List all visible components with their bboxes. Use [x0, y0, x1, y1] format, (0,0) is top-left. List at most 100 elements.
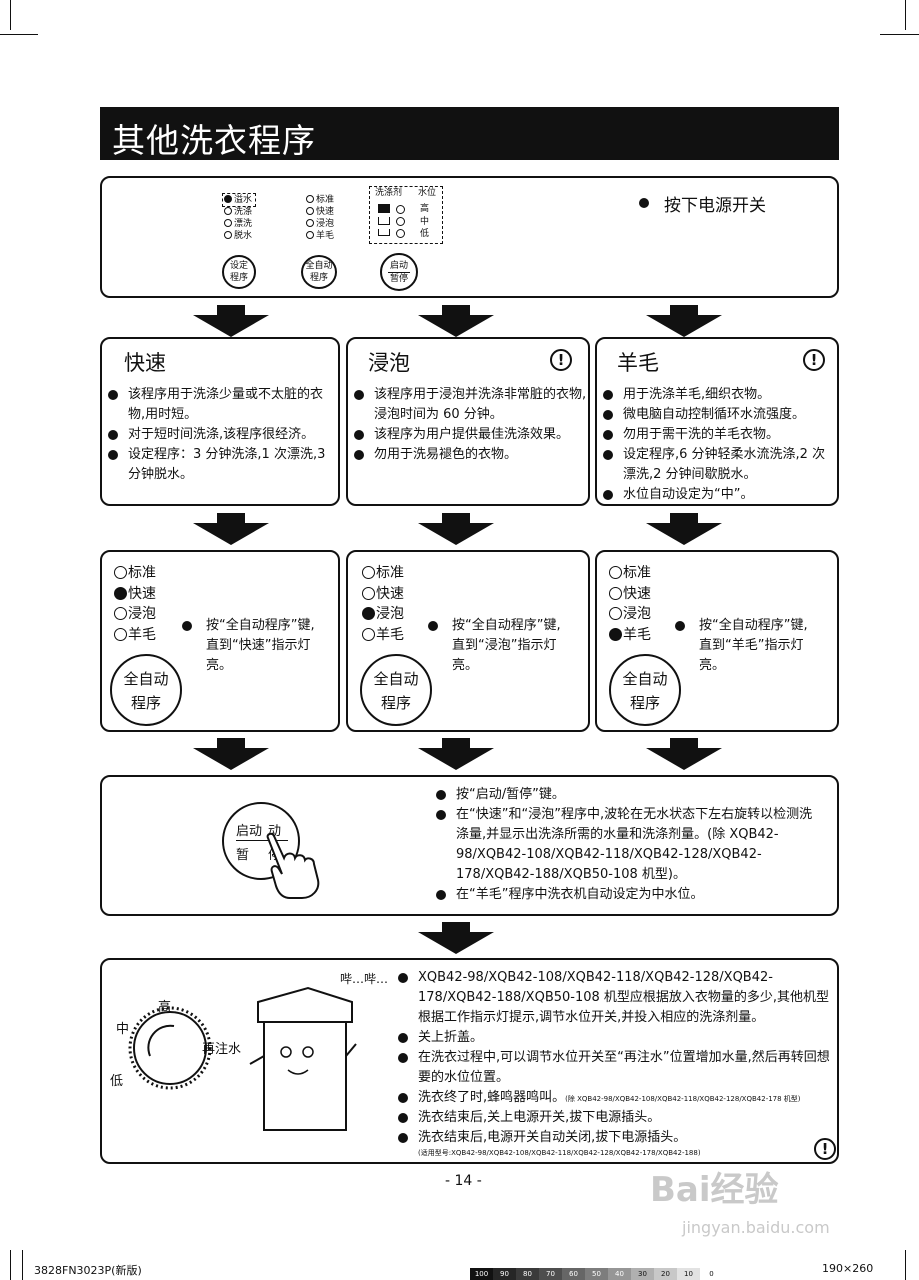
- indicator-dot: [114, 627, 127, 641]
- bullet-item: 洗衣结束后,电源开关自动关闭,拔下电源插头。: [398, 1128, 836, 1148]
- crop-mark: [880, 34, 919, 35]
- control-panel-box: 溢水 洗涤 漂洗 脱水 标准 快速 浸泡 羊毛 洗涤剂 水位 高 中 低 设定程…: [100, 176, 839, 298]
- crop-mark: [0, 34, 38, 35]
- caution-icon: !: [550, 349, 572, 371]
- program-heading: 快速: [124, 351, 166, 375]
- crop-mark: [22, 1250, 23, 1280]
- arrow-down-icon: [418, 922, 494, 954]
- title-bar: 其他洗衣程序: [100, 107, 839, 160]
- arrow-down-icon: [193, 513, 269, 545]
- detergent-cup-icon: [378, 204, 390, 213]
- indicator-dot: [224, 195, 232, 203]
- bullet-item: 关上折盖。: [398, 1028, 836, 1048]
- auto-program-button[interactable]: 全自动程序: [609, 654, 681, 726]
- bullet-item: 按“启动/暂停”键。: [436, 785, 816, 805]
- dial-label-refill: 再注水: [202, 1042, 242, 1057]
- indicator-dot: [306, 219, 314, 227]
- indicator-dot: [224, 207, 232, 215]
- bullet-item: 洗衣终了时,蜂鸣器鸣叫。(除 XQB42-98/XQB42-108/XQB42-…: [398, 1088, 836, 1109]
- select-box-soak: 标准 快速 浸泡 羊毛 按“全自动程序”键,直到“浸泡”指示灯亮。 全自动程序: [346, 550, 590, 732]
- caution-icon: !: [814, 1138, 836, 1160]
- arrow-down-icon: [646, 305, 722, 337]
- pressing-hand-icon: [266, 832, 320, 899]
- indicator-dot: [114, 607, 127, 620]
- indicator-dot: [306, 231, 314, 239]
- bullet-item: 设定程序,6 分钟轻柔水流洗涤,2 次漂洗,2 分钟间歇脱水。: [603, 445, 837, 485]
- final-step-box: 高 中 低 再注水 哔…哔… XQB42-98/XQB42-108/XQB42-…: [100, 958, 839, 1164]
- bullet-item: 该程序用于浸泡并洗涤非常脏的衣物,浸泡时间为 60 分钟。: [354, 385, 588, 425]
- indicator-dot: [396, 217, 405, 226]
- crop-mark: [905, 0, 906, 30]
- page-number: - 14 -: [445, 1173, 482, 1189]
- detergent-cup-icon: [378, 229, 390, 236]
- bullet-item: 该程序用于洗涤少量或不太脏的衣物,用时短。: [108, 385, 338, 425]
- beep-text: 哔…哔…: [340, 972, 389, 986]
- indicator-dot: [114, 586, 127, 600]
- arrow-down-icon: [418, 305, 494, 337]
- indicator-dot: [224, 219, 232, 227]
- program-options: 标准 快速 浸泡 羊毛: [362, 563, 404, 645]
- watermark-url: jingyan.baidu.com: [682, 1218, 830, 1237]
- bullet-item: 在“羊毛”程序中洗衣机自动设定为中水位。: [436, 885, 816, 905]
- crop-mark: [905, 1250, 906, 1280]
- bullet-item: 在“快速”和“浸泡”程序中,波轮在无水状态下左右旋转以检测洗涤量,并显示出洗涤所…: [436, 805, 816, 885]
- press-instruction: 按“全自动程序”键,直到“快速”指示灯亮。: [182, 616, 322, 676]
- indicator-dot: [396, 205, 405, 214]
- indicator-dot: [609, 566, 622, 579]
- caution-icon: !: [803, 349, 825, 371]
- indicator-dot: [609, 607, 622, 620]
- set-program-button[interactable]: 设定程序: [222, 255, 256, 289]
- indicator-dot: [362, 566, 375, 579]
- applicable-models-note: (适用型号:XQB42-98/XQB42-108/XQB42-118/XQB42…: [418, 1149, 701, 1157]
- bullet-item: 洗衣结束后,关上电源开关,拔下电源插头。: [398, 1108, 836, 1128]
- bullet-item: 水位自动设定为“中”。: [603, 485, 837, 505]
- bullet-item: 对于短时间洗涤,该程序很经济。: [108, 425, 338, 445]
- footer-code: 3828FN3023P(新版): [34, 1264, 142, 1277]
- indicator-dot: [306, 195, 314, 203]
- select-box-quick: 标准 快速 浸泡 羊毛 按“全自动程序”键,直到“快速”指示灯亮。 全自动程序: [100, 550, 340, 732]
- page-title: 其他洗衣程序: [112, 121, 316, 160]
- arrow-down-icon: [193, 305, 269, 337]
- bullet-item: 用于洗涤羊毛,细织衣物。: [603, 385, 837, 405]
- color-scale-bar: 100 90 80 70 60 50 40 30 20 10 0: [470, 1268, 723, 1280]
- program-box-wool: 羊毛 ! 用于洗涤羊毛,细织衣物。 微电脑自动控制循环水流强度。 勿用于需干洗的…: [595, 337, 839, 506]
- auto-program-button[interactable]: 全自动程序: [110, 654, 182, 726]
- program-indicators: 标准 快速 浸泡 羊毛: [306, 194, 334, 242]
- program-options: 标准 快速 浸泡 羊毛: [114, 563, 156, 645]
- footer-size: 190×260: [822, 1262, 874, 1275]
- indicator-dot: [306, 207, 314, 215]
- auto-program-button[interactable]: 全自动程序: [301, 255, 337, 289]
- watermark-logo: Bai经验: [650, 1170, 779, 1210]
- arrow-down-icon: [646, 513, 722, 545]
- bullet-item: 设定程序：3 分钟洗涤,1 次漂洗,3 分钟脱水。: [108, 445, 338, 485]
- arrow-down-icon: [193, 738, 269, 770]
- program-heading: 浸泡: [368, 351, 410, 375]
- bullet-item: XQB42-98/XQB42-108/XQB42-118/XQB42-128/X…: [398, 968, 836, 1028]
- arrow-down-icon: [418, 513, 494, 545]
- bullet-item: 勿用于需干洗的羊毛衣物。: [603, 425, 837, 445]
- indicator-dot: [362, 607, 375, 620]
- bullet-item: 该程序为用户提供最佳洗涤效果。: [354, 425, 588, 445]
- indicator-dot: [609, 627, 622, 641]
- level-frame: 洗涤剂 水位 高 中 低: [369, 186, 443, 244]
- crop-mark: [10, 1250, 11, 1280]
- program-box-quick: 快速 该程序用于洗涤少量或不太脏的衣物,用时短。 对于短时间洗涤,该程序很经济。…: [100, 337, 340, 506]
- arrow-down-icon: [418, 738, 494, 770]
- indicator-dot: [362, 586, 375, 600]
- cycle-indicators: 溢水 洗涤 漂洗 脱水: [224, 194, 252, 242]
- bullet-item: 在洗衣过程中,可以调节水位开关至“再注水”位置增加水量,然后再转回想要的水位位置…: [398, 1048, 836, 1088]
- crop-mark: [10, 0, 11, 30]
- indicator-dot: [114, 566, 127, 579]
- auto-program-button[interactable]: 全自动程序: [360, 654, 432, 726]
- bullet-item: 微电脑自动控制循环水流强度。: [603, 405, 837, 425]
- highlight-frame: [222, 193, 256, 207]
- program-heading: 羊毛: [617, 351, 659, 375]
- indicator-dot: [224, 231, 232, 239]
- dial-label-high: 高: [158, 1000, 172, 1015]
- press-instruction: 按“全自动程序”键,直到“浸泡”指示灯亮。: [428, 616, 568, 676]
- program-box-soak: 浸泡 ! 该程序用于浸泡并洗涤非常脏的衣物,浸泡时间为 60 分钟。 该程序为用…: [346, 337, 590, 506]
- start-pause-button[interactable]: 启动暂停: [380, 253, 418, 291]
- indicator-dot: [362, 627, 375, 641]
- water-level-dial-icon: [128, 1006, 212, 1090]
- start-step-box: 启动 动 暂 停 按“启动/暂停”键。 在“快速”和“浸泡”程序中,波轮在无水状…: [100, 775, 839, 916]
